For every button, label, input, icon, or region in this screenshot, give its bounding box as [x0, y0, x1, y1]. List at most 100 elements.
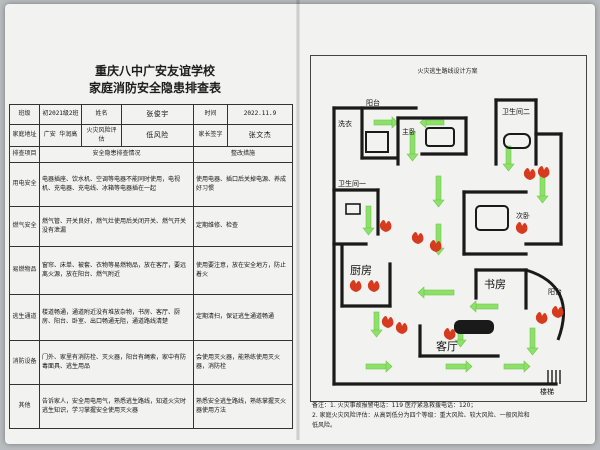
- route-arrow: [435, 175, 442, 201]
- rectify-header: 整改措施: [193, 146, 293, 163]
- other-label: 其他: [9, 384, 40, 429]
- stairs-icon: [547, 370, 561, 384]
- fire-icon: [411, 232, 424, 244]
- other-fix: 熟悉安全逃生路线，熟练掌握灭火器使用方法: [193, 384, 293, 429]
- route-arrow: [475, 303, 499, 310]
- hazard-check-table: 班级 初2021级2班 姓名 张俊宇 时间 2022.11.9 家庭地址 广安 …: [9, 104, 293, 429]
- route-arrow: [373, 119, 393, 126]
- fire-icon: [429, 240, 442, 252]
- fire-icon: [515, 222, 528, 234]
- route-arrow: [362, 227, 375, 236]
- route-arrow: [406, 153, 419, 162]
- route-arrow: [391, 116, 399, 129]
- flammables-label: 易燃物品: [9, 246, 40, 295]
- bathtub-icon: [503, 133, 531, 149]
- check-item-header: 排查项目: [9, 146, 40, 163]
- route-arrow: [373, 311, 380, 331]
- route-arrow: [425, 119, 445, 126]
- gas-fix: 定期维修、检查: [193, 206, 293, 247]
- table-row: 班级 初2021级2班 姓名 张俊宇 时间 2022.11.9: [9, 104, 293, 125]
- escape-floor-plan: 阳台 洗衣 主卧 卫生间二 卫生间一 次卧 厨房 书房 阳台 客厅 楼梯: [332, 98, 566, 396]
- risk-value: 低风险: [121, 124, 194, 147]
- room-label-bathroom-1: 卫生间一: [338, 179, 366, 188]
- washer-icon: [365, 131, 389, 153]
- name-label: 姓名: [81, 104, 122, 125]
- plan-title: 火灾逃生路线设计方案: [417, 68, 478, 75]
- other-status: 告诉家人，安全用电用气，熟悉逃生路线，知道火灾时逃生知识，学习掌握安全使用灭火器: [39, 384, 194, 429]
- fire-icon: [537, 166, 550, 178]
- escape-status: 楼道畅通，通道附近没有堆放杂物，书房、客厅、厨房、阳台、卧室、出口畅通无阻，通道…: [39, 294, 194, 341]
- time-value: 2022.11.9: [227, 104, 293, 125]
- route-arrow: [432, 199, 445, 208]
- room-label-balcony-right: 阳台: [548, 287, 562, 296]
- hazard-status-header: 安全隐患排查情况: [39, 146, 194, 163]
- route-arrow: [465, 360, 473, 373]
- route-arrow: [469, 300, 477, 313]
- table-row: 燃气安全 燃气管、开关良好，燃气灶使用后关闭开关、燃气开关没有泄漏 定期维修、检…: [9, 206, 293, 247]
- electrical-status: 电器插座、饮水机、空调等电器不能同时使用，电视机、充电器、充电线、冰箱等电器插在…: [39, 162, 194, 207]
- electrical-label: 用电安全: [9, 162, 40, 207]
- sofa-icon: [454, 320, 494, 334]
- fire-equipment-label: 消防设备: [9, 340, 40, 385]
- route-arrow: [365, 363, 387, 370]
- route-arrows: [362, 116, 549, 373]
- gas-label: 燃气安全: [9, 206, 40, 247]
- balcony-arc: [525, 268, 566, 341]
- fire-icon: [367, 280, 380, 292]
- fire-equipment-fix: 会使用灭火器，能熟练使用灭火器，消防栓: [193, 340, 293, 385]
- room-label-exit: 楼梯: [540, 387, 554, 396]
- note-line-1: 备注：1. 火灾事故报警电话：119 医疗紧急救援电话：120；: [312, 402, 477, 409]
- note-line-2: 2. 家庭火灾风险评估：从高到低分为四个等级：重大风险、较大风险、一般风险和: [312, 412, 530, 419]
- route-arrow: [370, 329, 383, 338]
- flammables-status: 窗帘、床单、被套、衣物等易燃物品，放在客厅，要远离火源，放在阳台、燃气附近: [39, 246, 194, 295]
- parent-sign-label: 家长签字: [193, 124, 228, 147]
- time-label: 时间: [193, 104, 228, 125]
- table-row: 易燃物品 窗帘、床单、被套、衣物等易燃物品，放在客厅，要远离火源，放在阳台、燃气…: [9, 246, 293, 295]
- route-arrow: [536, 195, 549, 204]
- class-value: 初2021级2班: [39, 104, 82, 125]
- room-label-bedroom-2: 次卧: [516, 211, 530, 220]
- route-arrow: [365, 205, 372, 229]
- fire-icon: [535, 312, 548, 324]
- plan-frame: [310, 55, 587, 402]
- risk-eval-label: 火灾风险评估: [81, 124, 122, 147]
- fire-icon: [349, 280, 362, 292]
- fire-icon: [523, 168, 536, 180]
- address-label: 家庭地址: [9, 124, 40, 147]
- bed-icon: [475, 205, 509, 231]
- route-arrow: [445, 363, 467, 370]
- table-row: 逃生通道 楼道畅通，通道附近没有堆放杂物，书房、客厅、厨房、阳台、卧室、出口畅通…: [9, 294, 293, 341]
- fire-equipment-status: 门外、家里有消防栓、灭火器，阳台有绳索，家中有防毒面具、逃生用品: [39, 340, 194, 385]
- flammables-fix: 使用要注意，放在安全地方，防止着火: [193, 246, 293, 295]
- table-row: 消防设备 门外、家里有消防栓、灭火器，阳台有绳索，家中有防毒面具、逃生用品 会使…: [9, 340, 293, 385]
- room-label-living-room: 客厅: [436, 339, 458, 353]
- signature-value: 张文杰: [227, 124, 293, 147]
- name-value: 张俊宇: [121, 104, 194, 125]
- fire-icon: [551, 306, 564, 318]
- escape-fix: 定期清扫，保证逃生通道畅通: [193, 294, 293, 341]
- route-arrow: [423, 289, 455, 296]
- table-row: 排查项目 安全隐患排查情况 整改措施: [9, 146, 293, 163]
- room-label-study: 书房: [484, 278, 506, 291]
- fire-markers: [349, 166, 564, 340]
- table-row: 用电安全 电器插座、饮水机、空调等电器不能同时使用，电视机、充电器、充电线、冰箱…: [9, 162, 293, 207]
- route-arrow: [502, 163, 515, 172]
- route-arrow: [529, 327, 536, 349]
- page-fold: [296, 0, 300, 440]
- toilet-icon: [345, 203, 361, 215]
- route-arrow: [503, 363, 525, 370]
- route-arrow: [526, 347, 539, 356]
- fire-icon: [443, 328, 456, 340]
- route-arrow: [454, 339, 467, 348]
- room-label-laundry: 洗衣: [338, 119, 352, 128]
- bed-icon: [425, 127, 455, 147]
- fire-icon: [381, 316, 394, 328]
- route-arrow: [523, 360, 531, 373]
- note-line-3: 低风险。: [312, 422, 337, 429]
- electrical-fix: 使用电器、插口后关掉电源、养成好习惯: [193, 162, 293, 207]
- walls: [332, 98, 563, 386]
- escape-label: 逃生通道: [9, 294, 40, 341]
- room-label-master-bedroom: 主卧: [402, 127, 416, 136]
- room-label-bathroom-2: 卫生间二: [502, 107, 530, 116]
- room-label-kitchen: 厨房: [350, 264, 372, 277]
